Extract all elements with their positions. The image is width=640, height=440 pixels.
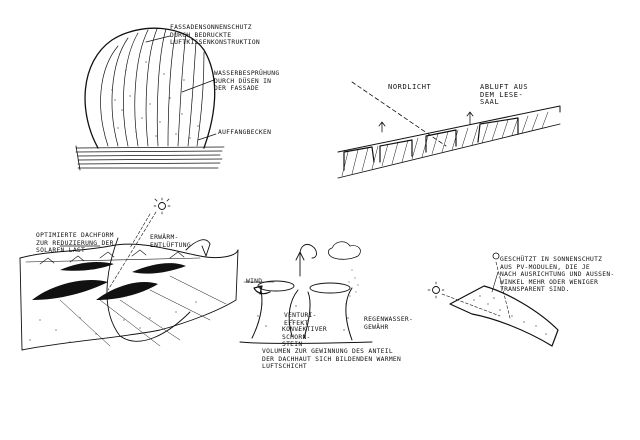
exhaust-air-label: ABLUFT AUS DEM LESE- SAAL: [480, 83, 529, 107]
roof-section-sketch: [337, 81, 561, 179]
optimized-roof-label: OPTIMIERTE DACHFORM ZUR REDUZIERUNG DER …: [36, 232, 114, 255]
collection-basin-label: AUFFANGBECKEN: [218, 129, 272, 136]
facade-dome-sketch: [75, 27, 225, 171]
north-light-label: NORDLICHT: [388, 83, 432, 91]
heat-exhaust-label: ERWÄRM- ENTLÜFTUNG: [150, 234, 191, 249]
pv-module-sketch: [427, 252, 559, 347]
chimney-sketch: [239, 241, 373, 344]
venturi-label: VENTURI- EFFEKT: [284, 312, 317, 327]
facade-sunshade-label: FASSADENSONNENSCHUTZ DURCH BEDRUCKTE LUF…: [170, 24, 261, 47]
rainwater-label: REGENWASSER- GEWÄHR: [364, 316, 414, 331]
chimney-caption: VOLUMEN ZUR GEWINNUNG DES ANTEIL DER DAC…: [262, 348, 402, 371]
wind-label: WIND: [246, 278, 263, 285]
pv-module-caption: GESCHÜTZT IN SONNENSCHUTZ AUS PV-MODULEN…: [500, 256, 615, 294]
water-spray-label: WASSERBESPRÜHUNG DURCH DÜSEN IN DER FASS…: [214, 70, 280, 93]
convective-chimney-label: KONVEKTIVER SCHORN- STEIN: [282, 326, 328, 349]
dune-roof-sketch: [19, 197, 239, 351]
